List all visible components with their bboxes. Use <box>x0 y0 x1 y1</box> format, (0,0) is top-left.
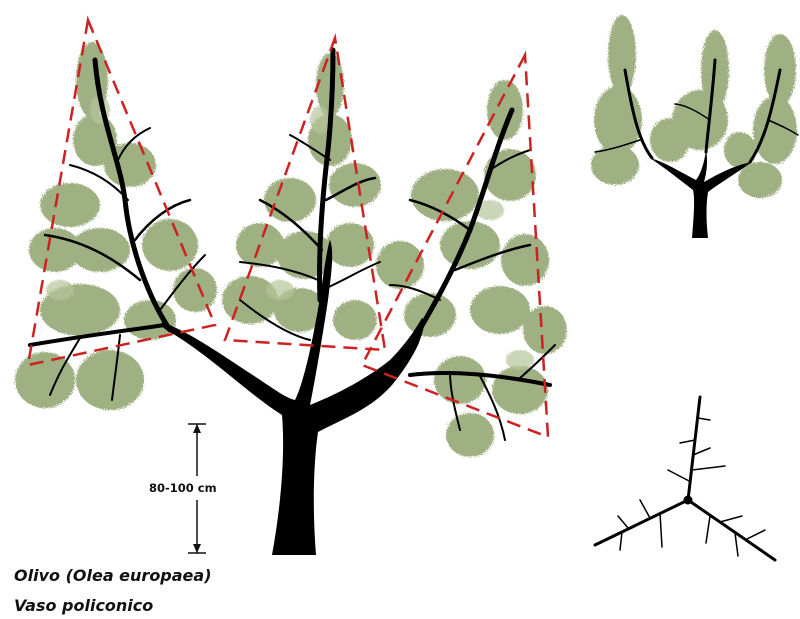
height-dimension-label: 80-100 cm <box>148 481 218 495</box>
top-view-schematic <box>595 397 775 560</box>
small-tree-foliage <box>591 15 797 198</box>
species-caption: Olivo (Olea europaea) <box>14 566 212 585</box>
system-caption: Vaso policonico <box>14 596 153 615</box>
small-tree <box>591 15 798 238</box>
main-tree <box>15 20 567 555</box>
